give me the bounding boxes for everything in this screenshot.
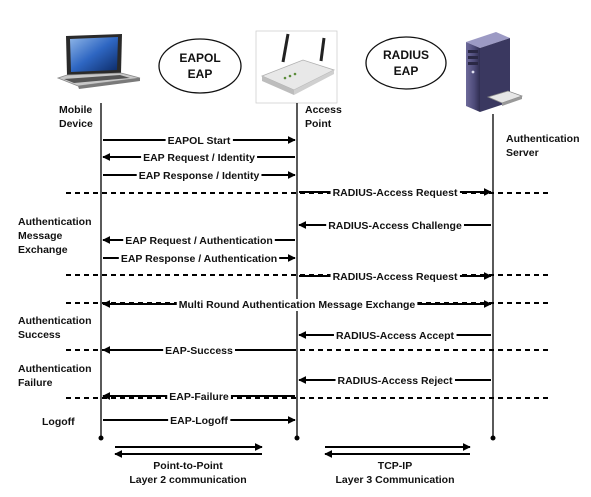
layer2-legend: Point-to-Point Layer 2 communication — [114, 443, 263, 486]
message-label-background — [167, 391, 231, 403]
svg-text:Success: Success — [18, 329, 61, 341]
message-label: RADIUS-Access Reject — [338, 375, 453, 387]
server-icon — [466, 32, 524, 112]
layer2-subtitle: Layer 2 communication — [129, 474, 246, 486]
server-lifeline-end — [490, 435, 496, 441]
bubble-line: EAP — [188, 67, 213, 81]
message-label: RADIUS-Access Request — [333, 187, 458, 199]
message-label: Multi Round Authentication Message Excha… — [179, 299, 416, 311]
message-label-background — [123, 235, 275, 247]
svg-text:Authentication: Authentication — [18, 315, 92, 327]
message-label-background — [176, 299, 418, 311]
bubble-line: EAP — [394, 64, 419, 78]
message-label-background — [333, 330, 457, 342]
svg-text:Logoff: Logoff — [42, 416, 75, 428]
mobile-device-label: Mobile Device — [59, 104, 93, 130]
laptop-icon — [56, 34, 141, 89]
radius-eap-bubble: RADIUS EAP — [365, 36, 447, 90]
message-label-background — [163, 345, 236, 357]
message-label: EAP Response / Authentication — [121, 253, 277, 265]
message-label-background — [330, 187, 460, 199]
svg-text:Access: Access — [305, 104, 342, 116]
layer3-subtitle: Layer 3 Communication — [335, 474, 454, 486]
phase-label-authentication-exchange: Authentication Message Exchange — [18, 216, 92, 256]
message-label-background — [326, 220, 464, 232]
bubble-line: RADIUS — [383, 48, 429, 62]
bubble-line: EAPOL — [179, 51, 220, 65]
authentication-server-label: Authentication Server — [506, 133, 580, 159]
message-label-background — [118, 253, 280, 265]
phase-label-failure: Authentication Failure — [18, 363, 92, 389]
message-label-background — [330, 271, 460, 283]
message-label: EAP-Failure — [169, 391, 229, 403]
eapol-eap-bubble: EAPOL EAP — [158, 38, 242, 94]
message-label: RADIUS-Access Challenge — [328, 220, 462, 232]
svg-text:Server: Server — [506, 147, 539, 159]
message-label: RADIUS-Access Accept — [336, 330, 455, 342]
svg-text:Authentication: Authentication — [506, 133, 580, 145]
phase-separators — [66, 192, 548, 399]
message-label-background — [141, 152, 258, 164]
message-label-background — [168, 415, 231, 427]
access-point-icon — [255, 30, 338, 104]
layer2-title: Point-to-Point — [153, 460, 223, 472]
svg-text:Mobile: Mobile — [59, 104, 92, 116]
layer3-legend: TCP-IP Layer 3 Communication — [324, 443, 471, 486]
svg-text:Point: Point — [305, 118, 332, 130]
svg-text:Message: Message — [18, 230, 63, 242]
layer3-title: TCP-IP — [378, 460, 412, 472]
message-label-background — [335, 375, 455, 387]
phase-label-logoff: Logoff — [42, 416, 75, 428]
phase-label-success: Authentication Success — [18, 315, 92, 341]
access-point-label: Access Point — [305, 104, 342, 130]
svg-text:Authentication: Authentication — [18, 216, 92, 228]
message-label: EAP Response / Identity — [139, 170, 260, 182]
message-label-background — [165, 135, 233, 147]
message-label-background — [136, 170, 262, 182]
message-label: RADIUS-Access Request — [333, 271, 458, 283]
svg-text:Exchange: Exchange — [18, 244, 68, 256]
message-label: EAP-Success — [165, 345, 233, 357]
svg-text:Failure: Failure — [18, 377, 53, 389]
message-label: EAP Request / Authentication — [125, 235, 273, 247]
svg-text:Authentication: Authentication — [18, 363, 92, 375]
svg-text:Device: Device — [59, 118, 93, 130]
message-label: EAP Request / Identity — [143, 152, 255, 164]
message-label: EAPOL Start — [168, 135, 231, 147]
ap-lifeline-end — [294, 435, 300, 441]
mobile-lifeline-end — [98, 435, 104, 441]
message-label: EAP-Logoff — [170, 415, 228, 427]
